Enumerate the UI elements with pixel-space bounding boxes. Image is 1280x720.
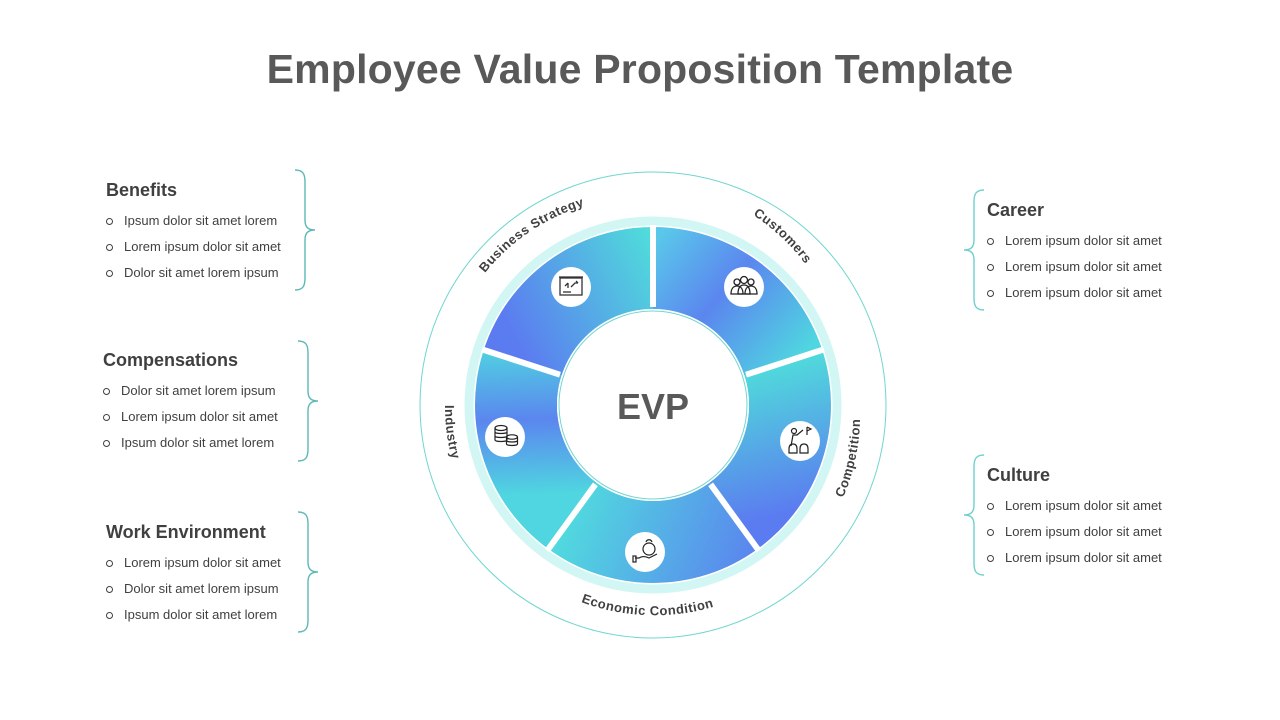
icon-business-strategy xyxy=(551,267,591,307)
list-item: Lorem ipsum dolor sit amet xyxy=(987,232,1162,258)
list-item: Dolor sit amet lorem ipsum xyxy=(106,264,281,290)
list-item: Lorem ipsum dolor sit amet xyxy=(987,284,1162,310)
segment-industry xyxy=(474,350,597,549)
leader-team-flag-icon xyxy=(788,426,813,454)
list-item: Lorem ipsum dolor sit amet xyxy=(987,497,1162,523)
work-environment-block: Work Environment Lorem ipsum dolor sit a… xyxy=(106,522,281,632)
culture-heading: Culture xyxy=(987,465,1050,485)
work-environment-list: Lorem ipsum dolor sit amet Dolor sit ame… xyxy=(106,554,281,632)
benefits-list: Ipsum dolor sit amet lorem Lorem ipsum d… xyxy=(106,212,281,290)
compensations-list: Dolor sit amet lorem ipsum Lorem ipsum d… xyxy=(103,382,278,460)
icon-competition xyxy=(780,421,820,461)
bullet-icon xyxy=(987,555,994,562)
list-item: Ipsum dolor sit amet lorem xyxy=(106,606,281,632)
compensations-heading: Compensations xyxy=(103,350,239,370)
bullet-icon xyxy=(987,529,994,536)
svg-text:Industry: Industry xyxy=(442,405,464,461)
label-economic-condition: Economic Condition xyxy=(580,591,715,619)
evp-wheel: EVP xyxy=(419,171,887,639)
right-brace-icon xyxy=(297,340,319,462)
money-bag-hand-icon xyxy=(632,539,658,563)
segment-competition xyxy=(709,350,832,549)
bullet-icon xyxy=(103,440,110,447)
right-brace-icon xyxy=(297,511,319,633)
career-block: Career Lorem ipsum dolor sit amet Lorem … xyxy=(987,200,1162,310)
benefits-heading: Benefits xyxy=(106,180,178,200)
list-item: Lorem ipsum dolor sit amet xyxy=(106,238,281,264)
left-brace-icon xyxy=(963,454,985,576)
left-brace-icon xyxy=(963,189,985,311)
compensations-block: Compensations Dolor sit amet lorem ipsum… xyxy=(103,350,278,460)
label-industry: Industry xyxy=(442,405,463,461)
icon-industry xyxy=(485,417,525,457)
icon-customers xyxy=(724,267,764,307)
list-item: Lorem ipsum dolor sit amet xyxy=(987,523,1162,549)
bullet-icon xyxy=(106,270,113,277)
page-title: Employee Value Proposition Template xyxy=(266,46,1014,92)
list-item: Lorem ipsum dolor sit amet xyxy=(987,258,1162,284)
bullet-icon xyxy=(106,612,113,619)
list-item: Lorem ipsum dolor sit amet xyxy=(987,549,1162,575)
benefits-block: Benefits Ipsum dolor sit amet lorem Lore… xyxy=(106,180,281,290)
bullet-icon xyxy=(106,586,113,593)
presentation-board-icon xyxy=(559,276,583,296)
light-band xyxy=(464,216,842,594)
list-item: Ipsum dolor sit amet lorem xyxy=(106,212,281,238)
culture-list: Lorem ipsum dolor sit amet Lorem ipsum d… xyxy=(987,497,1162,575)
bullet-icon xyxy=(106,218,113,225)
list-item: Ipsum dolor sit amet lorem xyxy=(103,434,278,460)
svg-text:Economic Condition: Economic Condition xyxy=(580,591,715,619)
right-brace-icon xyxy=(294,169,316,291)
center-label: EVP xyxy=(617,386,689,427)
ring-segments xyxy=(474,227,832,583)
list-item: Lorem ipsum dolor sit amet xyxy=(103,408,278,434)
bullet-icon xyxy=(987,503,994,510)
people-group-icon xyxy=(730,275,758,295)
work-environment-heading: Work Environment xyxy=(106,522,266,542)
bullet-icon xyxy=(103,414,110,421)
culture-block: Culture Lorem ipsum dolor sit amet Lorem… xyxy=(987,465,1162,575)
list-item: Dolor sit amet lorem ipsum xyxy=(106,580,281,606)
icon-economic-condition xyxy=(625,532,665,572)
inner-ring xyxy=(558,310,748,500)
segment-economic-condition xyxy=(548,482,758,583)
segment-dividers xyxy=(481,225,825,553)
bullet-icon xyxy=(106,244,113,251)
list-item: Dolor sit amet lorem ipsum xyxy=(103,382,278,408)
bullet-icon xyxy=(987,264,994,271)
coin-stacks-icon xyxy=(494,424,519,447)
bullet-icon xyxy=(103,388,110,395)
bullet-icon xyxy=(987,290,994,297)
career-heading: Career xyxy=(987,200,1045,220)
bullet-icon xyxy=(106,560,113,567)
bullet-icon xyxy=(987,238,994,245)
career-list: Lorem ipsum dolor sit amet Lorem ipsum d… xyxy=(987,232,1162,310)
list-item: Lorem ipsum dolor sit amet xyxy=(106,554,281,580)
outer-ring xyxy=(419,171,887,639)
